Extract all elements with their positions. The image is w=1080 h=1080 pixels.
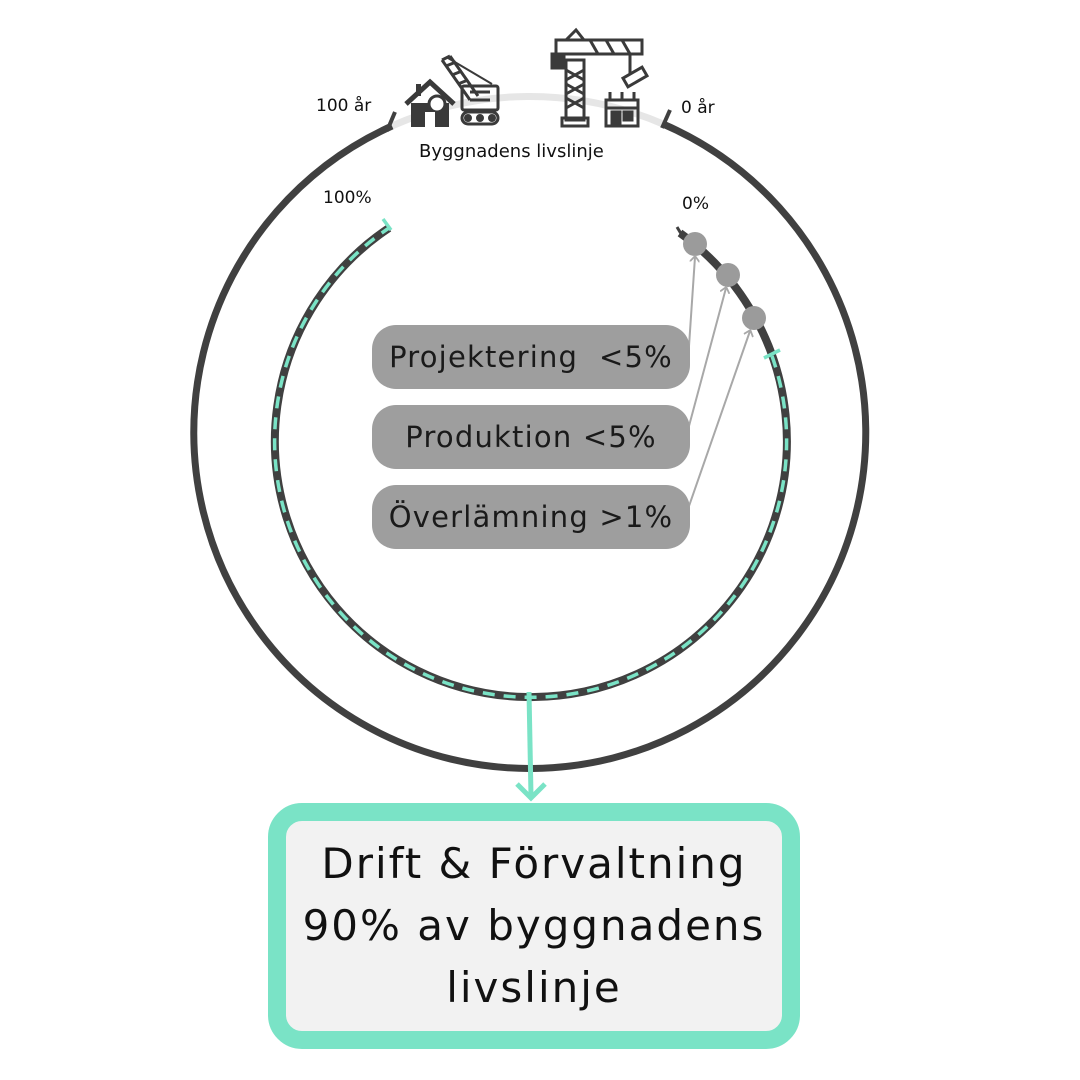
phase-marker-projektering xyxy=(683,232,707,256)
result-line: 90% av byggnadens xyxy=(302,901,766,950)
result-line: Drift & Förvaltning xyxy=(321,839,747,888)
inner-ring-operations-arc xyxy=(272,226,789,699)
outer-ring-start-label: 0 år xyxy=(681,98,715,118)
result-connector-line xyxy=(526,691,534,797)
outer-ring-start-tick xyxy=(660,109,672,129)
pointer-produktion xyxy=(688,288,726,432)
phase-pill-overlamning: Överlämning >1% xyxy=(372,485,690,549)
result-line: livslinje xyxy=(446,963,622,1012)
inner-ring-start-tick xyxy=(675,226,685,238)
phase-pill-label: Överlämning >1% xyxy=(388,500,674,534)
crawler-crane-house-icon xyxy=(404,54,500,127)
pointer-projektering xyxy=(688,257,695,352)
inner-ring-end-label: 100% xyxy=(323,188,372,208)
outer-ring-title: Byggnadens livslinje xyxy=(419,141,604,162)
inner-ring-end-tick xyxy=(381,217,393,232)
phase-marker-overlamning xyxy=(742,306,766,330)
outer-ring-end-tick xyxy=(385,111,397,132)
phase-marker-produktion xyxy=(716,263,740,287)
result-box-drift-forvaltning: Drift & Förvaltning 90% av byggnadens li… xyxy=(268,803,800,1049)
inner-ring-phase-end-tick xyxy=(763,348,781,360)
phase-pill-produktion: Produktion <5% xyxy=(372,405,690,469)
phase-pill-projektering: Projektering <5% xyxy=(372,325,690,389)
tower-crane-building-icon xyxy=(550,27,650,128)
result-connector-arrowhead xyxy=(515,782,547,802)
phase-pill-label: Projektering <5% xyxy=(389,340,673,374)
inner-ring-start-label: 0% xyxy=(682,194,709,214)
outer-ring-end-label: 100 år xyxy=(316,96,372,116)
phase-pill-label: Produktion <5% xyxy=(405,420,657,454)
pointer-overlamning xyxy=(688,331,750,512)
